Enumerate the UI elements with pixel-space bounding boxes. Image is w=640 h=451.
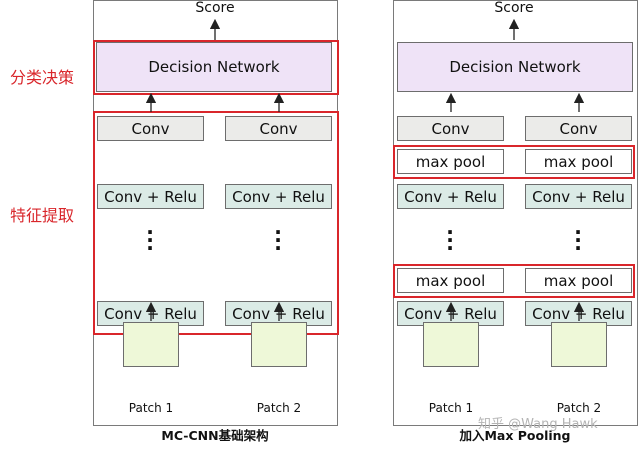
left-score-label: Score [195, 0, 235, 16]
right-max-pool-box-2b: max pool [525, 268, 632, 293]
right-max-pool-box-2a: max pool [525, 149, 632, 174]
right-patch-2-box [551, 322, 607, 367]
left-ellipsis-1: ··· [146, 220, 154, 260]
left-patch-2-box [251, 322, 307, 367]
right-conv-relu-box-1b: Conv + Relu [397, 301, 504, 326]
left-patch-1-box [123, 322, 179, 367]
right-caption: 加入Max Pooling [459, 428, 571, 443]
left-conv-relu-box-2a: Conv + Relu [225, 184, 332, 209]
left-ellipsis-2: ··· [274, 220, 282, 260]
left-caption: MC-CNN基础架构 [161, 428, 269, 443]
right-score-label: Score [494, 0, 534, 16]
left-conv-box-1: Conv [97, 116, 204, 141]
left-feature-highlight [93, 111, 339, 335]
right-patch-1-box [423, 322, 479, 367]
right-max-pool-highlight-bottom [393, 264, 635, 298]
right-max-pool-box-1b: max pool [397, 268, 504, 293]
right-conv-relu-box-1a: Conv + Relu [397, 184, 504, 209]
right-decision-network-box: Decision Network [397, 42, 633, 92]
right-patch-2-label: Patch 2 [556, 401, 602, 415]
left-conv-box-2: Conv [225, 116, 332, 141]
right-patch-1-label: Patch 1 [428, 401, 474, 415]
left-conv-relu-box-1a: Conv + Relu [97, 184, 204, 209]
left-decision-highlight [93, 40, 339, 95]
right-ellipsis-2: ··· [574, 220, 582, 260]
label-feature-extraction: 特征提取 [10, 206, 75, 225]
left-decision-network-box: Decision Network [96, 42, 332, 92]
right-conv-box-1: Conv [397, 116, 504, 141]
label-decision: 分类决策 [10, 68, 75, 87]
right-max-pool-highlight-top [393, 145, 635, 179]
left-patch-2-label: Patch 2 [256, 401, 302, 415]
right-max-pool-box-1a: max pool [397, 149, 504, 174]
right-ellipsis-1: ··· [446, 220, 454, 260]
watermark-text: 知乎 @Wang Hawk [478, 417, 598, 432]
left-patch-1-label: Patch 1 [128, 401, 174, 415]
right-conv-box-2: Conv [525, 116, 632, 141]
right-conv-relu-box-2a: Conv + Relu [525, 184, 632, 209]
